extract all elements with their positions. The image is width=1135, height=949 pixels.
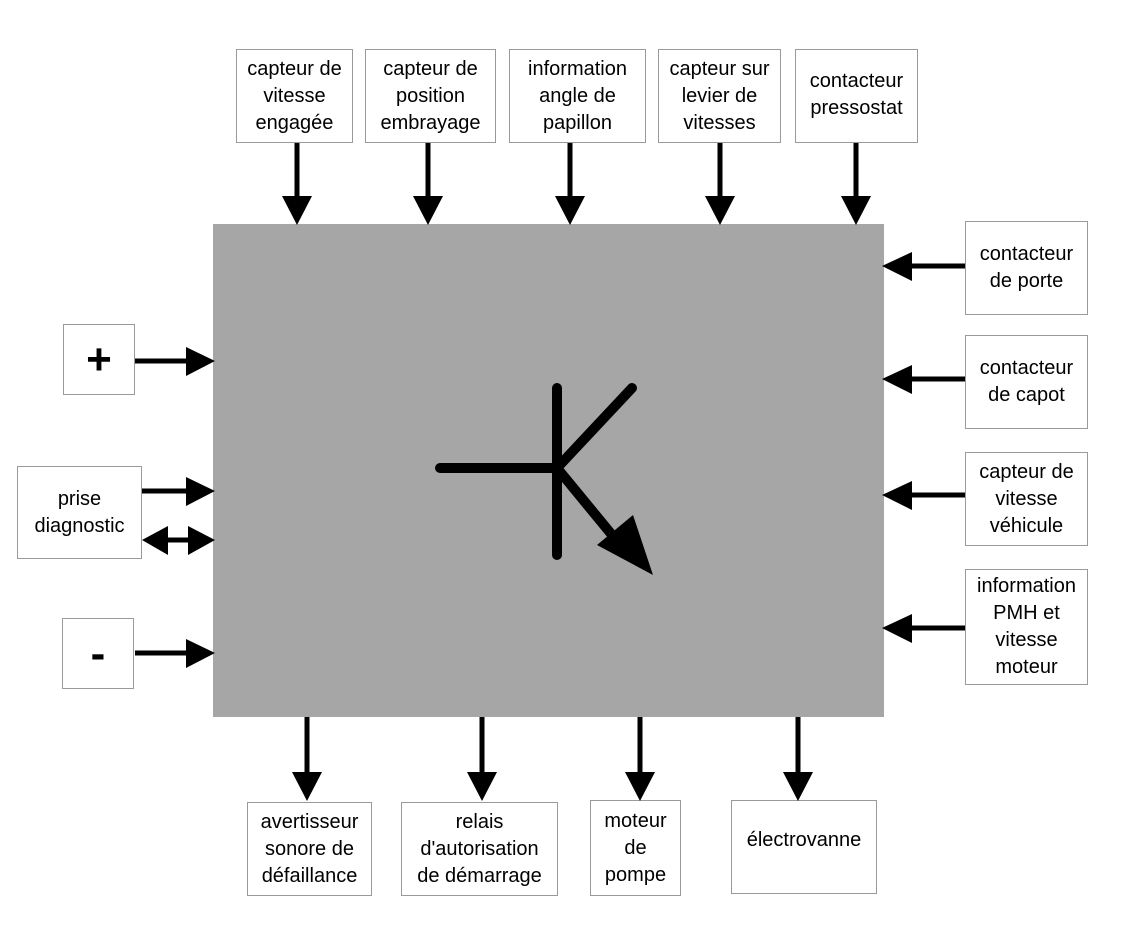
input-box-contacteur-pressostat: contacteur pressostat: [795, 49, 918, 143]
arrow-bidirectional-diagnostic: [142, 526, 215, 555]
output-box-moteur-pompe: moteur de pompe: [590, 800, 681, 896]
arrow-down-moteur-pompe: [625, 717, 655, 801]
input-label: contacteur de capot: [979, 357, 1074, 406]
input-box-capteur-vitesse-vehicule: capteur de vitesse véhicule: [965, 452, 1088, 546]
output-box-relais-autorisation-demarrage: relais d'autorisation de démarrage: [401, 802, 558, 896]
diagnostic-label: prise diagnostic: [34, 487, 125, 537]
output-label: relais d'autorisation de démarrage: [417, 810, 542, 887]
input-label: capteur sur levier de vitesses: [669, 57, 770, 134]
output-label: électrovanne: [746, 829, 862, 851]
arrow-left-contacteur-capot: [882, 365, 965, 394]
input-label: capteur de position embrayage: [380, 57, 481, 134]
input-label: information PMH et vitesse moteur: [977, 575, 1076, 678]
input-box-information-pmh-vitesse-moteur: information PMH et vitesse moteur: [965, 569, 1088, 685]
arrow-down-capteur-vitesse-engagee: [282, 143, 312, 225]
power-minus-box: -: [62, 618, 134, 689]
arrow-left-capteur-vitesse-vehicule: [882, 481, 965, 510]
arrow-down-avertisseur-sonore: [292, 717, 322, 801]
plus-icon: +: [86, 334, 112, 384]
arrow-down-contacteur-pressostat: [841, 143, 871, 225]
arrow-down-capteur-levier-vitesses: [705, 143, 735, 225]
input-box-capteur-levier-vitesses: capteur sur levier de vitesses: [658, 49, 781, 143]
output-label: avertisseur sonore de défaillance: [260, 810, 359, 887]
input-box-contacteur-capot: contacteur de capot: [965, 335, 1088, 429]
arrow-down-relais-autorisation: [467, 717, 497, 801]
input-label: capteur de vitesse véhicule: [979, 460, 1074, 537]
input-box-contacteur-porte: contacteur de porte: [965, 221, 1088, 315]
input-label: contacteur de porte: [979, 243, 1074, 292]
input-label: information angle de papillon: [528, 57, 627, 134]
arrow-right-plus: [135, 347, 215, 376]
diagnostic-socket-box: prise diagnostic: [17, 466, 142, 559]
input-box-capteur-position-embrayage: capteur de position embrayage: [365, 49, 496, 143]
arrow-left-information-pmh-vitesse-moteur: [882, 614, 965, 643]
arrow-down-capteur-position-embrayage: [413, 143, 443, 225]
input-box-information-angle-papillon: information angle de papillon: [509, 49, 646, 143]
input-label: contacteur pressostat: [809, 70, 904, 119]
input-label: capteur de vitesse engagée: [247, 57, 342, 134]
arrow-down-electrovanne: [783, 717, 813, 801]
output-label: moteur de pompe: [604, 809, 667, 886]
minus-icon: -: [90, 628, 106, 678]
arrow-left-contacteur-porte: [882, 252, 965, 281]
arrow-down-information-angle-papillon: [555, 143, 585, 225]
output-box-avertisseur-sonore: avertisseur sonore de défaillance: [247, 802, 372, 896]
input-box-capteur-vitesse-engagee: capteur de vitesse engagée: [236, 49, 353, 143]
transistor-symbol-icon: [435, 383, 653, 575]
output-box-electrovanne: électrovanne: [731, 800, 877, 894]
power-plus-box: +: [63, 324, 135, 395]
arrow-right-diagnostic: [142, 477, 215, 506]
arrow-right-minus: [135, 639, 215, 668]
